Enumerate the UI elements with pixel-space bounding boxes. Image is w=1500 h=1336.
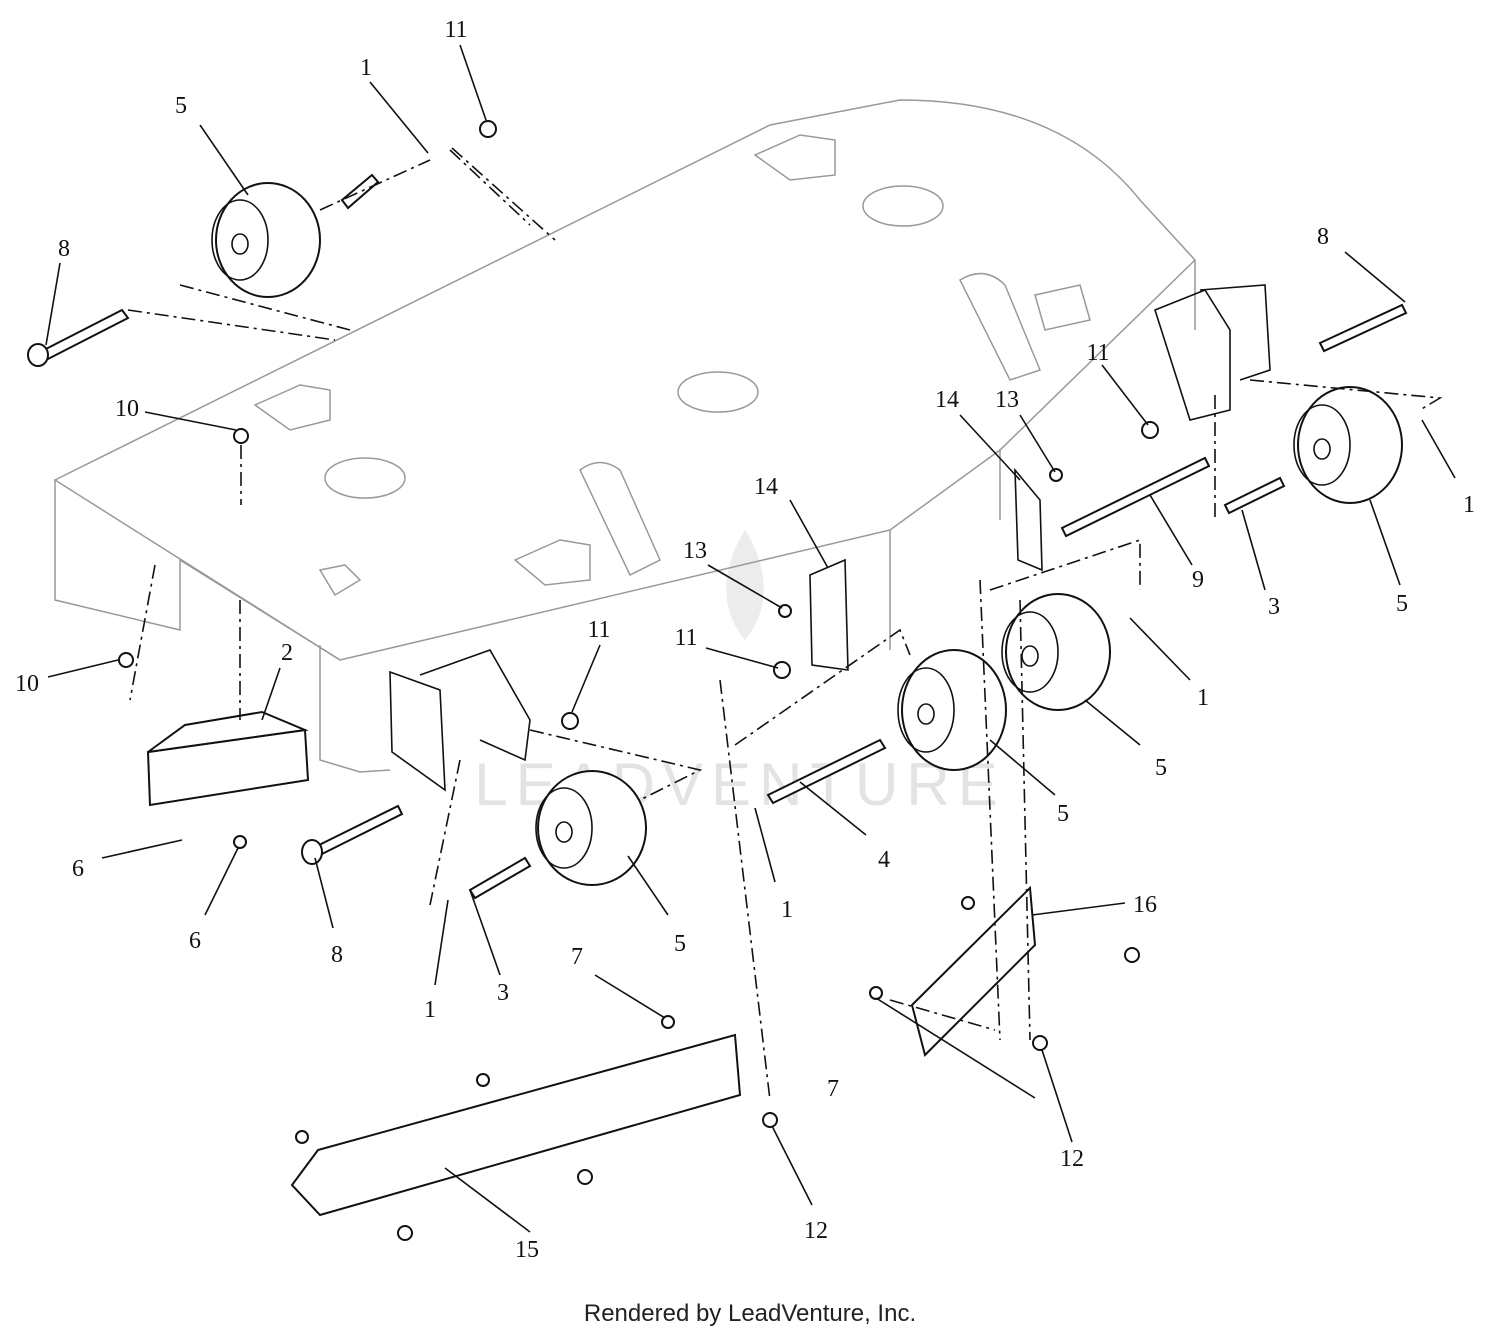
callout-14: 14: [754, 474, 778, 500]
callout-14: 14: [935, 387, 959, 413]
gauge-wheels: [211, 182, 1403, 886]
assembly-lines: [127, 147, 1443, 1101]
callout-13: 13: [683, 538, 707, 564]
callout-6: 6: [72, 856, 84, 882]
callout-2: 2: [281, 640, 293, 666]
mower-deck: [53, 99, 1197, 773]
callout-11: 11: [587, 617, 610, 643]
callout-11: 11: [444, 17, 467, 43]
wheel-center: [897, 649, 1007, 771]
leader-lines: [45, 44, 1456, 1233]
callout-1: 1: [360, 55, 372, 81]
callout-1: 1: [781, 897, 793, 923]
hardware: [118, 120, 1159, 1241]
callout-5: 5: [674, 931, 686, 957]
callout-13: 13: [995, 387, 1019, 413]
callout-3: 3: [1268, 594, 1280, 620]
callout-3: 3: [497, 980, 509, 1006]
callout-8: 8: [331, 942, 343, 968]
callout-8: 8: [1317, 224, 1329, 250]
callout-11: 11: [674, 625, 697, 651]
callout-15: 15: [515, 1237, 539, 1263]
callout-1: 1: [1197, 685, 1209, 711]
wheel-right: [1293, 386, 1403, 504]
callout-11: 11: [1086, 340, 1109, 366]
callout-10: 10: [115, 396, 139, 422]
callout-1: 1: [424, 997, 436, 1023]
callout-6: 6: [189, 928, 201, 954]
bracket-plates: [389, 284, 1271, 792]
footer-credit: Rendered by LeadVenture, Inc.: [583, 1300, 917, 1327]
callout-9: 9: [1192, 567, 1204, 593]
callout-12: 12: [1060, 1146, 1084, 1172]
callout-7: 7: [571, 944, 583, 970]
wheel-top-left: [211, 182, 321, 298]
callout-10: 10: [15, 671, 39, 697]
callout-5: 5: [175, 93, 187, 119]
callout-4: 4: [878, 847, 890, 873]
callout-16: 16: [1133, 892, 1157, 918]
callout-12: 12: [804, 1218, 828, 1244]
callout-5: 5: [1155, 755, 1167, 781]
wheel-center-right: [1001, 593, 1111, 711]
skid-plates: [146, 710, 1037, 1217]
shafts-and-bolts: [27, 173, 1408, 900]
callout-8: 8: [58, 236, 70, 262]
callout-labels: 11 1 5 8 10 10 2 6 6 8 1 3 5 7 11 11 13 …: [15, 17, 1475, 1263]
callout-5: 5: [1057, 801, 1069, 827]
callout-1: 1: [1463, 492, 1475, 518]
wheel-front-left: [535, 770, 647, 886]
callout-7: 7: [827, 1076, 839, 1102]
callout-5: 5: [1396, 591, 1408, 617]
